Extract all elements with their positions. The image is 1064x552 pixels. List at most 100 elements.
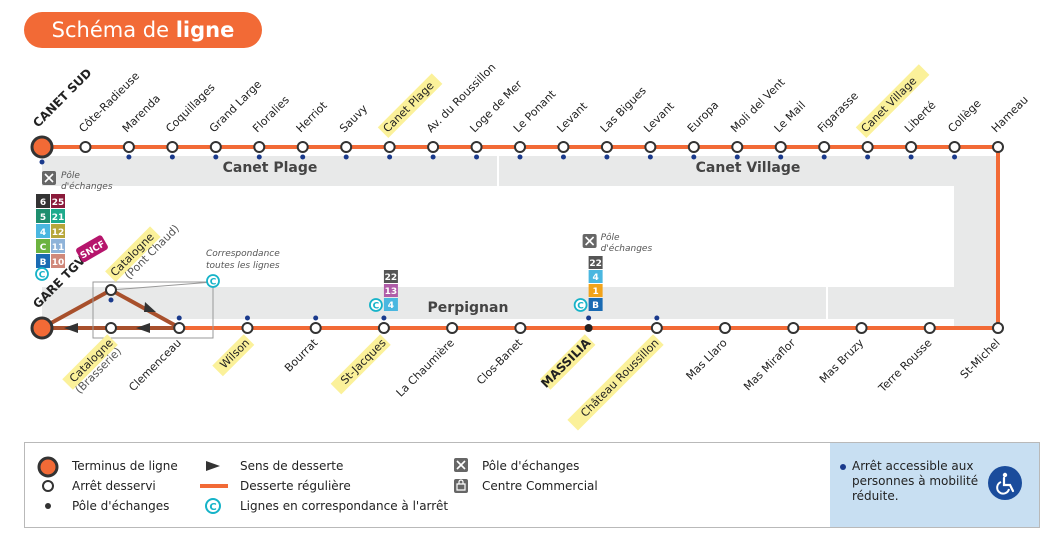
legend-pole-icon-label: Pôle d'échanges — [482, 459, 580, 473]
access-dot-top-8 — [387, 154, 393, 160]
legend-mall-label: Centre Commercial — [482, 479, 598, 493]
stop-bottom-11-text: Mas Miraflor — [741, 336, 798, 393]
access-dot-top-19 — [865, 154, 871, 160]
stop-top-12-text: Levant — [554, 99, 590, 135]
stop-top-14-text: Levant — [641, 99, 677, 135]
legend-pole-dot-icon — [45, 503, 51, 509]
stop-top-17: Le Mail — [772, 99, 808, 135]
access-dot-top-13 — [604, 154, 610, 160]
pole-label-massilia-1: Pôle — [601, 232, 620, 243]
stop-top-16-icon — [731, 141, 744, 153]
stop-bottom-14: St-Michel — [958, 336, 1003, 381]
access-dot-bottom-8 — [586, 315, 592, 321]
stop-top-10-icon — [470, 141, 483, 153]
stop-top-3-icon — [166, 141, 179, 153]
legend-pole-label: Pôle d'échanges — [72, 499, 170, 513]
stop-top-21-icon — [948, 141, 961, 153]
stop-bottom-5: St-Jacques — [330, 334, 391, 395]
accessibility-text: Arrêt accessible aux personnes à mobilit… — [852, 459, 979, 503]
stop-bottom-6: La Chaumière — [394, 336, 457, 399]
access-dot-top-3 — [169, 154, 175, 160]
pole-label-canet-2: d'échanges — [61, 181, 113, 192]
stop-top-15: Europa — [685, 99, 722, 136]
direction-arrow-2 — [136, 323, 150, 333]
stop-bottom-10: Mas Llaro — [684, 336, 730, 382]
stop-top-20-icon — [905, 141, 918, 153]
stop-top-12-icon — [557, 141, 570, 153]
stop-bottom-10-text: Mas Llaro — [684, 336, 730, 382]
line-badge-massilia-4 — [588, 270, 603, 283]
stop-top-2-icon — [122, 141, 135, 153]
terminus-gare-tgv-icon — [30, 316, 54, 340]
stop-top-6: Herriot — [294, 99, 331, 136]
stop-top-13: Las Bigues — [598, 84, 649, 135]
access-dot-top-9 — [430, 154, 436, 160]
corr-all-lines-icon-letter: C — [210, 278, 217, 288]
stop-top-20-text: Liberté — [902, 99, 939, 136]
direction-arrow-3 — [144, 302, 156, 312]
corr-massilia-icon — [573, 298, 588, 312]
stop-bottom-12-text: Mas Bruzy — [817, 336, 867, 386]
stop-top-5-text: Floralies — [250, 93, 292, 135]
stop-bottom-13-text: Terre Rousse — [875, 336, 934, 395]
line-badge-gare-4 — [36, 224, 50, 238]
line-badge-gare-10 — [51, 254, 65, 268]
access-dot-top-21 — [952, 154, 958, 160]
stop-bottom-14-text: St-Michel — [958, 336, 1003, 381]
stop-top-13-text: Las Bigues — [598, 84, 649, 135]
stop-top-18-icon — [818, 141, 831, 153]
stop-bottom-7: Clos-Banet — [474, 336, 525, 387]
access-dot-bottom-5 — [381, 315, 387, 321]
accessibility-box: Arrêt accessible aux personnes à mobilit… — [830, 443, 1039, 527]
access-dot-top-0 — [39, 159, 45, 165]
line-badge-stjacques-13-text: 13 — [385, 287, 398, 297]
corr-connector — [110, 281, 214, 291]
corr-stjacques-icon-letter: C — [373, 302, 380, 312]
zone-canet-right — [954, 156, 998, 328]
accessible-dot-icon — [840, 464, 846, 470]
stop-top-19-highlight — [855, 64, 930, 138]
stop-top-6-text: Herriot — [294, 99, 331, 136]
line-badge-gare-C-text: C — [40, 243, 47, 253]
stop-bottom-5-highlight — [330, 334, 391, 395]
stop-catalogne-pont-chaud: Catalogne(Pont Chaud) — [105, 222, 182, 282]
stop-bottom-5-text: St-Jacques — [338, 336, 389, 387]
access-dot-top-12 — [560, 154, 566, 160]
stop-bottom-1: Catalogne(Brasserie) — [62, 334, 124, 396]
stop-top-21: Collège — [945, 97, 983, 135]
stop-bottom-10-icon — [719, 322, 732, 334]
access-dot-bottom-9 — [654, 315, 660, 321]
line-badge-gare-25 — [51, 194, 65, 208]
access-dot-top-4 — [213, 154, 219, 160]
stop-top-21-text: Collège — [945, 97, 983, 135]
stop-top-2-text: Marenda — [120, 92, 163, 135]
stop-bottom-11-icon — [787, 322, 800, 334]
line-badge-gare-10-text: 10 — [52, 258, 65, 268]
stop-bottom-14-icon — [992, 322, 1004, 334]
stop-top-14-icon — [644, 141, 657, 153]
stop-top-22: Hameau — [989, 93, 1031, 135]
stop-top-11: Le Ponant — [511, 87, 559, 135]
stop-top-15-icon — [687, 141, 700, 153]
stop-bottom-4-text: Bourrat — [282, 336, 321, 375]
line-badge-gare-12 — [51, 224, 65, 238]
stop-bottom-7-icon — [514, 322, 527, 334]
line-badge-gare-21-text: 21 — [52, 213, 65, 223]
direction-arrow-1 — [64, 323, 78, 333]
line-badge-gare-4-text: 4 — [40, 228, 46, 238]
access-dot-pont-chaud — [108, 297, 114, 303]
stop-top-4-icon — [209, 141, 222, 153]
stop-top-7-text: Sauvy — [337, 102, 370, 135]
access-dot-top-20 — [908, 154, 914, 160]
line-badge-gare-6-text: 6 — [40, 198, 46, 208]
stop-top-22-icon — [992, 141, 1004, 153]
line-badge-massilia-B-text: B — [592, 301, 599, 311]
pole-label-massilia-2: d'échanges — [601, 243, 653, 254]
stop-top-11-icon — [514, 141, 526, 153]
zone-perpignan — [42, 287, 954, 319]
legend-corr-icon — [205, 498, 221, 514]
terminus-canet-sud-icon — [30, 135, 54, 159]
line-badge-stjacques-4-text: 4 — [388, 301, 394, 311]
line-badge-gare-11-text: 11 — [52, 243, 65, 253]
stop-top-14: Levant — [641, 99, 677, 135]
